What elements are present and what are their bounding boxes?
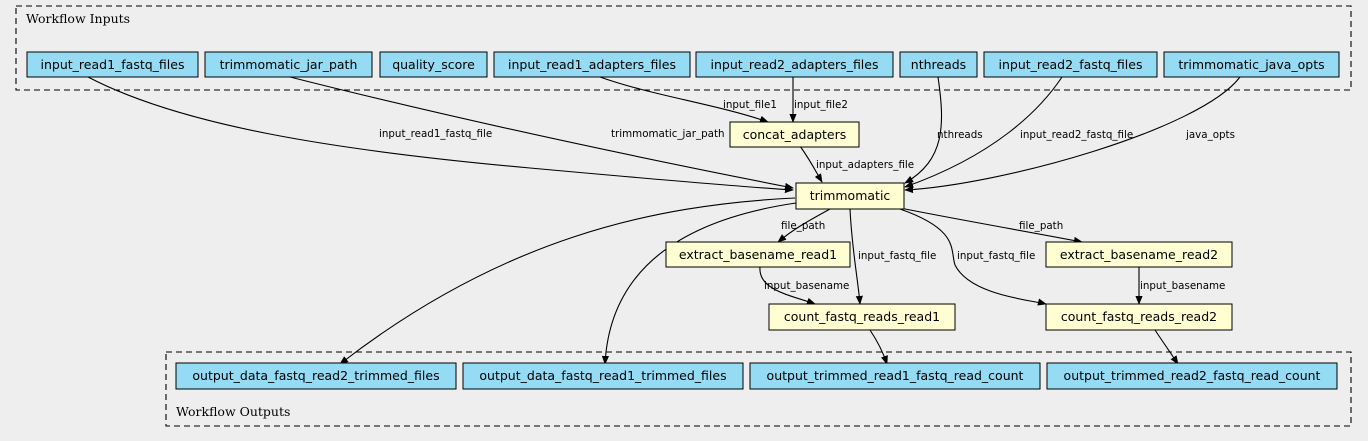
edge-label-input-read2-fastq-file: input_read2_fastq_file bbox=[1020, 129, 1133, 141]
node-trimmomatic-java-opts[interactable]: trimmomatic_java_opts bbox=[1163, 51, 1340, 78]
svg-text:trimmomatic: trimmomatic bbox=[810, 188, 891, 203]
edge-label-nthreads: nthreads bbox=[937, 129, 983, 141]
edge-label-input-file2: input_file2 bbox=[794, 99, 848, 111]
edge-input-read1-adapters-files-to-concat-adapters bbox=[599, 76, 769, 123]
node-input-read1-fastq-files[interactable]: input_read1_fastq_files bbox=[26, 51, 199, 78]
svg-text:input_read2_fastq_files: input_read2_fastq_files bbox=[999, 57, 1143, 72]
node-trimmomatic[interactable]: trimmomatic bbox=[795, 182, 905, 210]
svg-text:output_data_fastq_read1_trimme: output_data_fastq_read1_trimmed_files bbox=[479, 368, 726, 383]
node-extract-basename-read1[interactable]: extract_basename_read1 bbox=[665, 241, 851, 268]
svg-text:count_fastq_reads_read1: count_fastq_reads_read1 bbox=[784, 309, 940, 324]
edge-label-trimmomatic-jar-path: trimmomatic_jar_path bbox=[611, 128, 725, 140]
node-output-trimmed-read2-fastq-read-count[interactable]: output_trimmed_read2_fastq_read_count bbox=[1046, 362, 1338, 390]
svg-text:extract_basename_read2: extract_basename_read2 bbox=[1060, 247, 1218, 262]
edge-labels: input_read1_fastq_file trimmomatic_jar_p… bbox=[379, 99, 1235, 292]
edge-trimmomatic-to-output-read1-trimmed-files bbox=[601, 202, 797, 365]
node-input-read1-adapters-files[interactable]: input_read1_adapters_files bbox=[493, 51, 691, 78]
edge-label-input-fastq-file-read2: input_fastq_file bbox=[957, 250, 1035, 262]
svg-text:output_trimmed_read2_fastq_rea: output_trimmed_read2_fastq_read_count bbox=[1064, 368, 1321, 383]
svg-text:nthreads: nthreads bbox=[911, 57, 966, 72]
workflow-outputs-title: Workflow Outputs bbox=[176, 404, 290, 419]
edge-label-java-opts: java_opts bbox=[1185, 129, 1235, 141]
node-concat-adapters[interactable]: concat_adapters bbox=[729, 121, 860, 148]
svg-text:quality_score: quality_score bbox=[392, 57, 475, 72]
input-nodes: input_read1_fastq_files trimmomatic_jar_… bbox=[26, 51, 1340, 78]
svg-text:input_read2_adapters_files: input_read2_adapters_files bbox=[711, 57, 879, 72]
edge-input-read1-fastq-files-to-trimmomatic bbox=[87, 76, 794, 194]
svg-text:trimmomatic_jar_path: trimmomatic_jar_path bbox=[220, 57, 358, 72]
node-input-read2-adapters-files[interactable]: input_read2_adapters_files bbox=[695, 51, 894, 78]
edge-trimmomatic-to-extract-basename-read2 bbox=[894, 206, 1083, 245]
svg-text:concat_adapters: concat_adapters bbox=[743, 127, 847, 142]
edge-count-fastq-reads-read2-to-output-read2-count bbox=[1154, 329, 1179, 365]
edge-trimmomatic-to-output-read2-trimmed-files bbox=[339, 197, 796, 365]
edge-label-input-read1-fastq-file: input_read1_fastq_file bbox=[379, 128, 492, 140]
svg-text:trimmomatic_java_opts: trimmomatic_java_opts bbox=[1178, 57, 1324, 72]
workflow-inputs-cluster: Workflow Inputs bbox=[15, 5, 1352, 91]
node-nthreads[interactable]: nthreads bbox=[899, 51, 978, 78]
node-extract-basename-read2[interactable]: extract_basename_read2 bbox=[1045, 241, 1233, 268]
svg-text:output_data_fastq_read2_trimme: output_data_fastq_read2_trimmed_files bbox=[192, 368, 439, 383]
edge-concat-adapters-to-trimmomatic bbox=[799, 145, 823, 183]
svg-text:output_trimmed_read1_fastq_rea: output_trimmed_read1_fastq_read_count bbox=[767, 368, 1024, 383]
edge-label-input-file1: input_file1 bbox=[723, 99, 777, 111]
edge-trimmomatic-to-count-fastq-reads-read1 bbox=[849, 208, 863, 305]
edge-label-input-basename-read1: input_basename bbox=[764, 280, 849, 292]
svg-text:input_read1_fastq_files: input_read1_fastq_files bbox=[41, 57, 185, 72]
node-trimmomatic-jar-path[interactable]: trimmomatic_jar_path bbox=[204, 51, 373, 78]
task-nodes: concat_adapters trimmomatic extract_base… bbox=[665, 121, 1233, 331]
edges bbox=[87, 76, 1241, 365]
edge-nthreads-to-trimmomatic bbox=[904, 76, 942, 184]
edge-trimmomatic-to-count-fastq-reads-read2 bbox=[899, 208, 1047, 306]
edge-extract-basename-read1-to-count-fastq-reads-read1 bbox=[759, 266, 816, 305]
node-quality-score[interactable]: quality_score bbox=[379, 51, 488, 78]
workflow-inputs-title: Workflow Inputs bbox=[26, 11, 130, 26]
edge-input-read2-fastq-files-to-trimmomatic bbox=[904, 76, 1063, 188]
output-nodes: output_data_fastq_read2_trimmed_files ou… bbox=[175, 362, 1338, 390]
edge-label-file-path-read2: file_path bbox=[1019, 220, 1063, 232]
svg-text:input_read1_adapters_files: input_read1_adapters_files bbox=[508, 57, 676, 72]
edge-label-file-path-read1: file_path bbox=[781, 220, 825, 232]
edge-label-input-adapters-file: input_adapters_file bbox=[816, 159, 914, 171]
svg-text:count_fastq_reads_read2: count_fastq_reads_read2 bbox=[1061, 309, 1217, 324]
edge-trimmomatic-to-extract-basename-read1 bbox=[777, 208, 831, 243]
edge-trimmomatic-java-opts-to-trimmomatic bbox=[904, 76, 1241, 194]
node-output-data-fastq-read2-trimmed-files[interactable]: output_data_fastq_read2_trimmed_files bbox=[175, 362, 457, 390]
node-input-read2-fastq-files[interactable]: input_read2_fastq_files bbox=[983, 51, 1158, 78]
edge-trimmomatic-jar-path-to-trimmomatic bbox=[289, 76, 794, 190]
svg-text:extract_basename_read1: extract_basename_read1 bbox=[679, 247, 837, 262]
workflow-outputs-cluster: Workflow Outputs bbox=[165, 351, 1352, 427]
node-output-data-fastq-read1-trimmed-files[interactable]: output_data_fastq_read1_trimmed_files bbox=[462, 362, 744, 390]
node-count-fastq-reads-read2[interactable]: count_fastq_reads_read2 bbox=[1045, 303, 1233, 331]
edge-count-fastq-reads-read1-to-output-read1-count bbox=[869, 329, 888, 365]
node-count-fastq-reads-read1[interactable]: count_fastq_reads_read1 bbox=[768, 303, 956, 331]
edge-label-input-basename-read2: input_basename bbox=[1140, 280, 1225, 292]
node-output-trimmed-read1-fastq-read-count[interactable]: output_trimmed_read1_fastq_read_count bbox=[749, 362, 1041, 390]
edge-label-input-fastq-file-read1: input_fastq_file bbox=[858, 250, 936, 262]
